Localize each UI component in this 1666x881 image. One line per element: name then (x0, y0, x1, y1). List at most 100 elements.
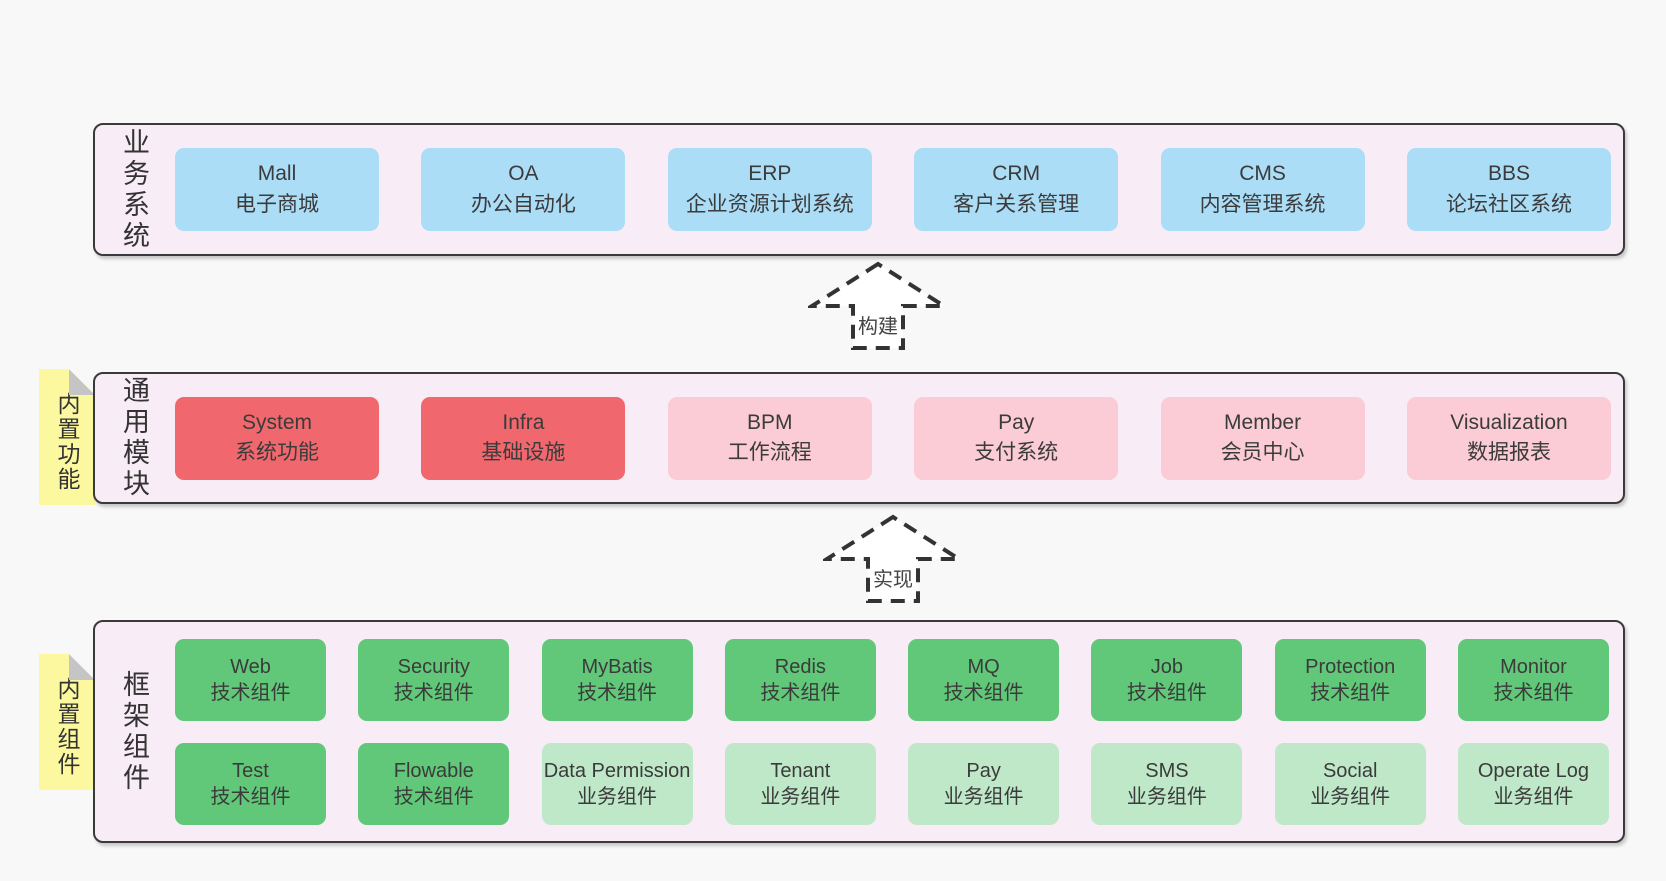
box-mq: MQ 技术组件 (908, 638, 1060, 721)
box-subtitle: 技术组件 (943, 681, 1024, 704)
box-subtitle: 技术组件 (210, 681, 291, 704)
box-subtitle: 技术组件 (760, 681, 841, 704)
box-social: Social 业务组件 (1274, 742, 1426, 825)
band-label: 通用模块 (119, 376, 149, 500)
box-title: Protection (1305, 655, 1396, 678)
box-subtitle: 支付系统 (974, 441, 1059, 464)
box-subtitle: 技术组件 (1126, 681, 1207, 704)
box-security: Security 技术组件 (358, 638, 510, 721)
sticky-note-built-in-components: 内置组件 (39, 654, 95, 790)
box-subtitle: 企业资源计划系统 (685, 192, 854, 216)
box-subtitle: 基础设施 (481, 441, 566, 464)
box-data-permission: Data Permission 业务组件 (541, 742, 693, 825)
box-bpm: BPM 工作流程 (667, 396, 872, 480)
arrow-label: 构建 (858, 316, 898, 338)
box-title: Security (397, 655, 470, 678)
box-subtitle: 办公自动化 (470, 192, 576, 216)
box-erp: ERP 企业资源计划系统 (667, 148, 872, 231)
box-subtitle: 技术组件 (1310, 681, 1391, 704)
box-title: Mall (257, 162, 297, 186)
business-boxes: Mall 电子商城 OA 办公自动化 ERP 企业资源计划系统 CRM 客户关系… (175, 148, 1611, 231)
box-redis: Redis 技术组件 (724, 638, 876, 721)
box-subtitle: 会员中心 (1220, 441, 1305, 464)
box-title: Infra (502, 410, 545, 434)
box-title: MyBatis (581, 655, 653, 678)
box-title: Monitor (1500, 655, 1567, 678)
sticky-note-label: 内置组件 (54, 677, 80, 777)
box-title: SMS (1145, 759, 1189, 782)
box-subtitle: 技术组件 (1493, 681, 1574, 704)
box-mybatis: MyBatis 技术组件 (541, 638, 693, 721)
box-title: Pay (966, 759, 1001, 782)
box-title: CRM (992, 162, 1041, 186)
box-title: MQ (967, 655, 1000, 678)
box-subtitle: 业务组件 (577, 785, 658, 808)
box-title: Web (230, 655, 271, 678)
component-boxes: Web 技术组件 Security 技术组件 MyBatis 技术组件 Redi… (175, 638, 1609, 825)
band-label: 框架组件 (119, 669, 149, 794)
box-title: ERP (748, 162, 792, 186)
box-subtitle: 系统功能 (235, 441, 319, 464)
box-subtitle: 技术组件 (577, 681, 658, 704)
box-subtitle: 技术组件 (393, 785, 474, 808)
box-test: Test 技术组件 (175, 742, 326, 825)
box-title: Tenant (770, 759, 831, 782)
box-subtitle: 数据报表 (1466, 441, 1551, 464)
box-title: BBS (1487, 162, 1530, 186)
box-subtitle: 论坛社区系统 (1445, 192, 1572, 216)
box-title: Job (1150, 655, 1184, 678)
box-infra: Infra 基础设施 (421, 396, 626, 480)
box-mall: Mall 电子商城 (175, 148, 379, 231)
box-title: Data Permission (543, 759, 691, 782)
box-flowable: Flowable 技术组件 (358, 742, 510, 825)
band-business-systems: 业务系统 Mall 电子商城 OA 办公自动化 ERP 企业资源计划系统 CRM… (93, 123, 1625, 256)
box-subtitle: 业务组件 (1126, 785, 1207, 808)
band-common-modules: 通用模块 System 系统功能 Infra 基础设施 BPM 工作流程 Pay… (93, 372, 1625, 504)
box-title: Pay (998, 410, 1035, 434)
sticky-note-built-in-features: 内置功能 (39, 369, 95, 505)
box-subtitle: 客户关系管理 (953, 192, 1080, 216)
box-title: Member (1224, 410, 1302, 434)
box-subtitle: 工作流程 (727, 441, 812, 464)
box-subtitle: 业务组件 (1493, 785, 1574, 808)
box-subtitle: 内容管理系统 (1199, 192, 1326, 216)
box-protection: Protection 技术组件 (1274, 638, 1426, 721)
band-label: 业务系统 (119, 127, 149, 252)
box-subtitle: 电子商城 (235, 192, 319, 216)
box-title: Test (232, 759, 269, 782)
box-cms: CMS 内容管理系统 (1160, 148, 1365, 231)
box-subtitle: 技术组件 (210, 785, 291, 808)
box-pay-component: Pay 业务组件 (908, 742, 1060, 825)
arrow-label: 实现 (873, 569, 913, 591)
arrow-build: 构建 (808, 260, 948, 352)
box-operate-log: Operate Log 业务组件 (1457, 742, 1609, 825)
box-title: CMS (1239, 162, 1286, 186)
arrow-implement: 实现 (823, 513, 963, 605)
module-boxes: System 系统功能 Infra 基础设施 BPM 工作流程 Pay 支付系统… (175, 396, 1611, 480)
box-system: System 系统功能 (175, 396, 379, 480)
box-title: OA (508, 162, 539, 186)
box-title: Visualization (1450, 410, 1568, 434)
box-member: Member 会员中心 (1160, 396, 1365, 480)
box-oa: OA 办公自动化 (421, 148, 626, 231)
dashed-up-arrow-icon (808, 261, 948, 350)
box-visualization: Visualization 数据报表 (1406, 396, 1611, 480)
box-title: System (241, 410, 312, 434)
band-framework-components: 框架组件 Web 技术组件 Security 技术组件 MyBatis 技术组件… (93, 620, 1625, 843)
dashed-up-arrow-icon (823, 514, 963, 603)
box-crm: CRM 客户关系管理 (914, 148, 1119, 231)
box-bbs: BBS 论坛社区系统 (1406, 148, 1611, 231)
box-title: Social (1322, 759, 1378, 782)
box-sms: SMS 业务组件 (1091, 742, 1243, 825)
box-subtitle: 业务组件 (943, 785, 1024, 808)
box-web: Web 技术组件 (175, 638, 326, 721)
box-pay-system: Pay 支付系统 (914, 396, 1119, 480)
box-monitor: Monitor 技术组件 (1457, 638, 1609, 721)
box-subtitle: 业务组件 (760, 785, 841, 808)
box-title: Operate Log (1477, 759, 1590, 782)
box-tenant: Tenant 业务组件 (724, 742, 876, 825)
box-title: Redis (774, 655, 826, 678)
box-title: Flowable (393, 759, 474, 782)
box-title: BPM (747, 410, 793, 434)
